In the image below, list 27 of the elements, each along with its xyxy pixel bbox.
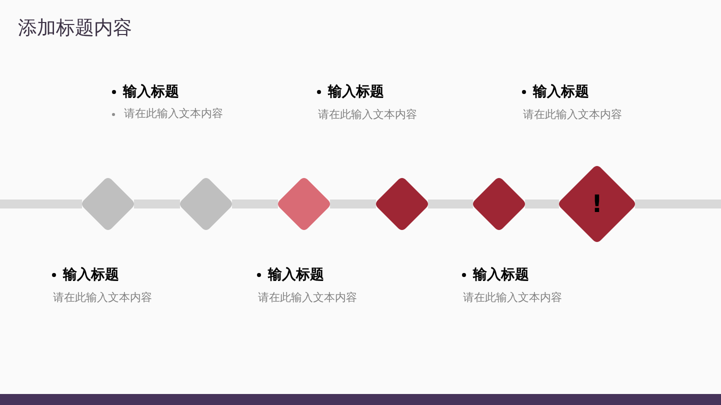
item-heading: 输入标题	[533, 83, 589, 102]
diamond-marker	[80, 176, 136, 232]
diamond-marker	[374, 176, 430, 232]
timeline-line	[232, 200, 278, 208]
item-description: 请在此输入文本内容	[53, 290, 152, 306]
item-description: 请在此输入文本内容	[463, 290, 562, 306]
diamond-marker	[557, 164, 637, 244]
timeline-line	[428, 200, 473, 208]
item-description: 请在此输入文本内容	[318, 107, 417, 123]
diamond-marker	[276, 176, 332, 232]
exclamation-mark: !	[592, 192, 602, 216]
item-heading: 输入标题	[328, 83, 384, 102]
timeline-line	[134, 200, 180, 208]
diamond-marker	[471, 176, 527, 232]
slide-title: 添加标题内容	[18, 17, 132, 41]
item-description: 请在此输入文本内容	[523, 107, 622, 123]
item-heading: 输入标题	[123, 83, 179, 102]
timeline-line	[330, 200, 376, 208]
item-heading: 输入标题	[473, 266, 529, 285]
item-heading: 输入标题	[63, 266, 119, 285]
timeline-line	[635, 200, 721, 208]
item-description: 请在此输入文本内容	[124, 106, 223, 122]
timeline-line	[0, 200, 82, 208]
diamond-marker	[178, 176, 234, 232]
item-heading: 输入标题	[268, 266, 324, 285]
item-description: 请在此输入文本内容	[258, 290, 357, 306]
timeline-line	[525, 200, 559, 208]
